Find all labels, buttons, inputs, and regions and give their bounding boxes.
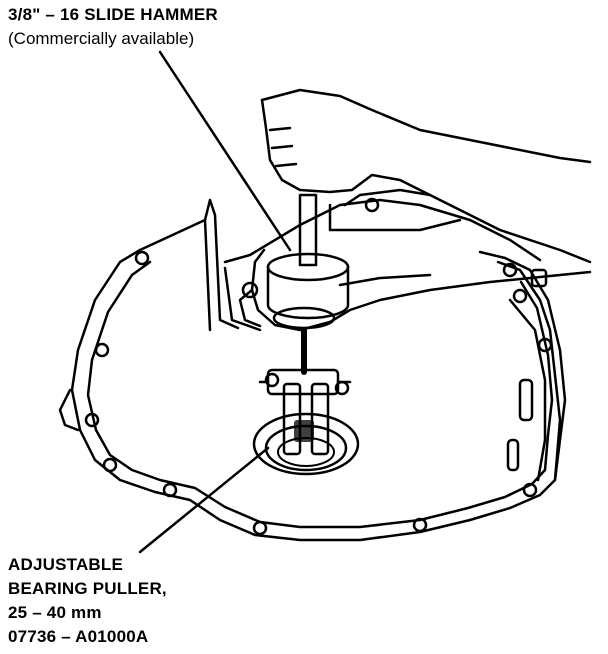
bearing-puller [258, 327, 352, 456]
upper-hand [260, 88, 592, 264]
slide-hammer-subtitle: (Commercially available) [8, 29, 195, 48]
transmission-housing [58, 188, 567, 542]
slide-hammer [266, 193, 350, 330]
slide-hammer-leader [158, 50, 292, 252]
slide-hammer-title: 3/8" – 16 SLIDE HAMMER [8, 5, 218, 24]
lower-hand [238, 248, 592, 332]
bearing-puller-leader [138, 446, 270, 554]
bearing-puller-line-1: ADJUSTABLE [8, 555, 124, 574]
bearing-puller-line-2: BEARING PULLER, [8, 579, 167, 598]
bearing-puller-line-4: 07736 – A01000A [8, 627, 149, 646]
bearing-puller-line-3: 25 – 40 mm [8, 603, 102, 622]
